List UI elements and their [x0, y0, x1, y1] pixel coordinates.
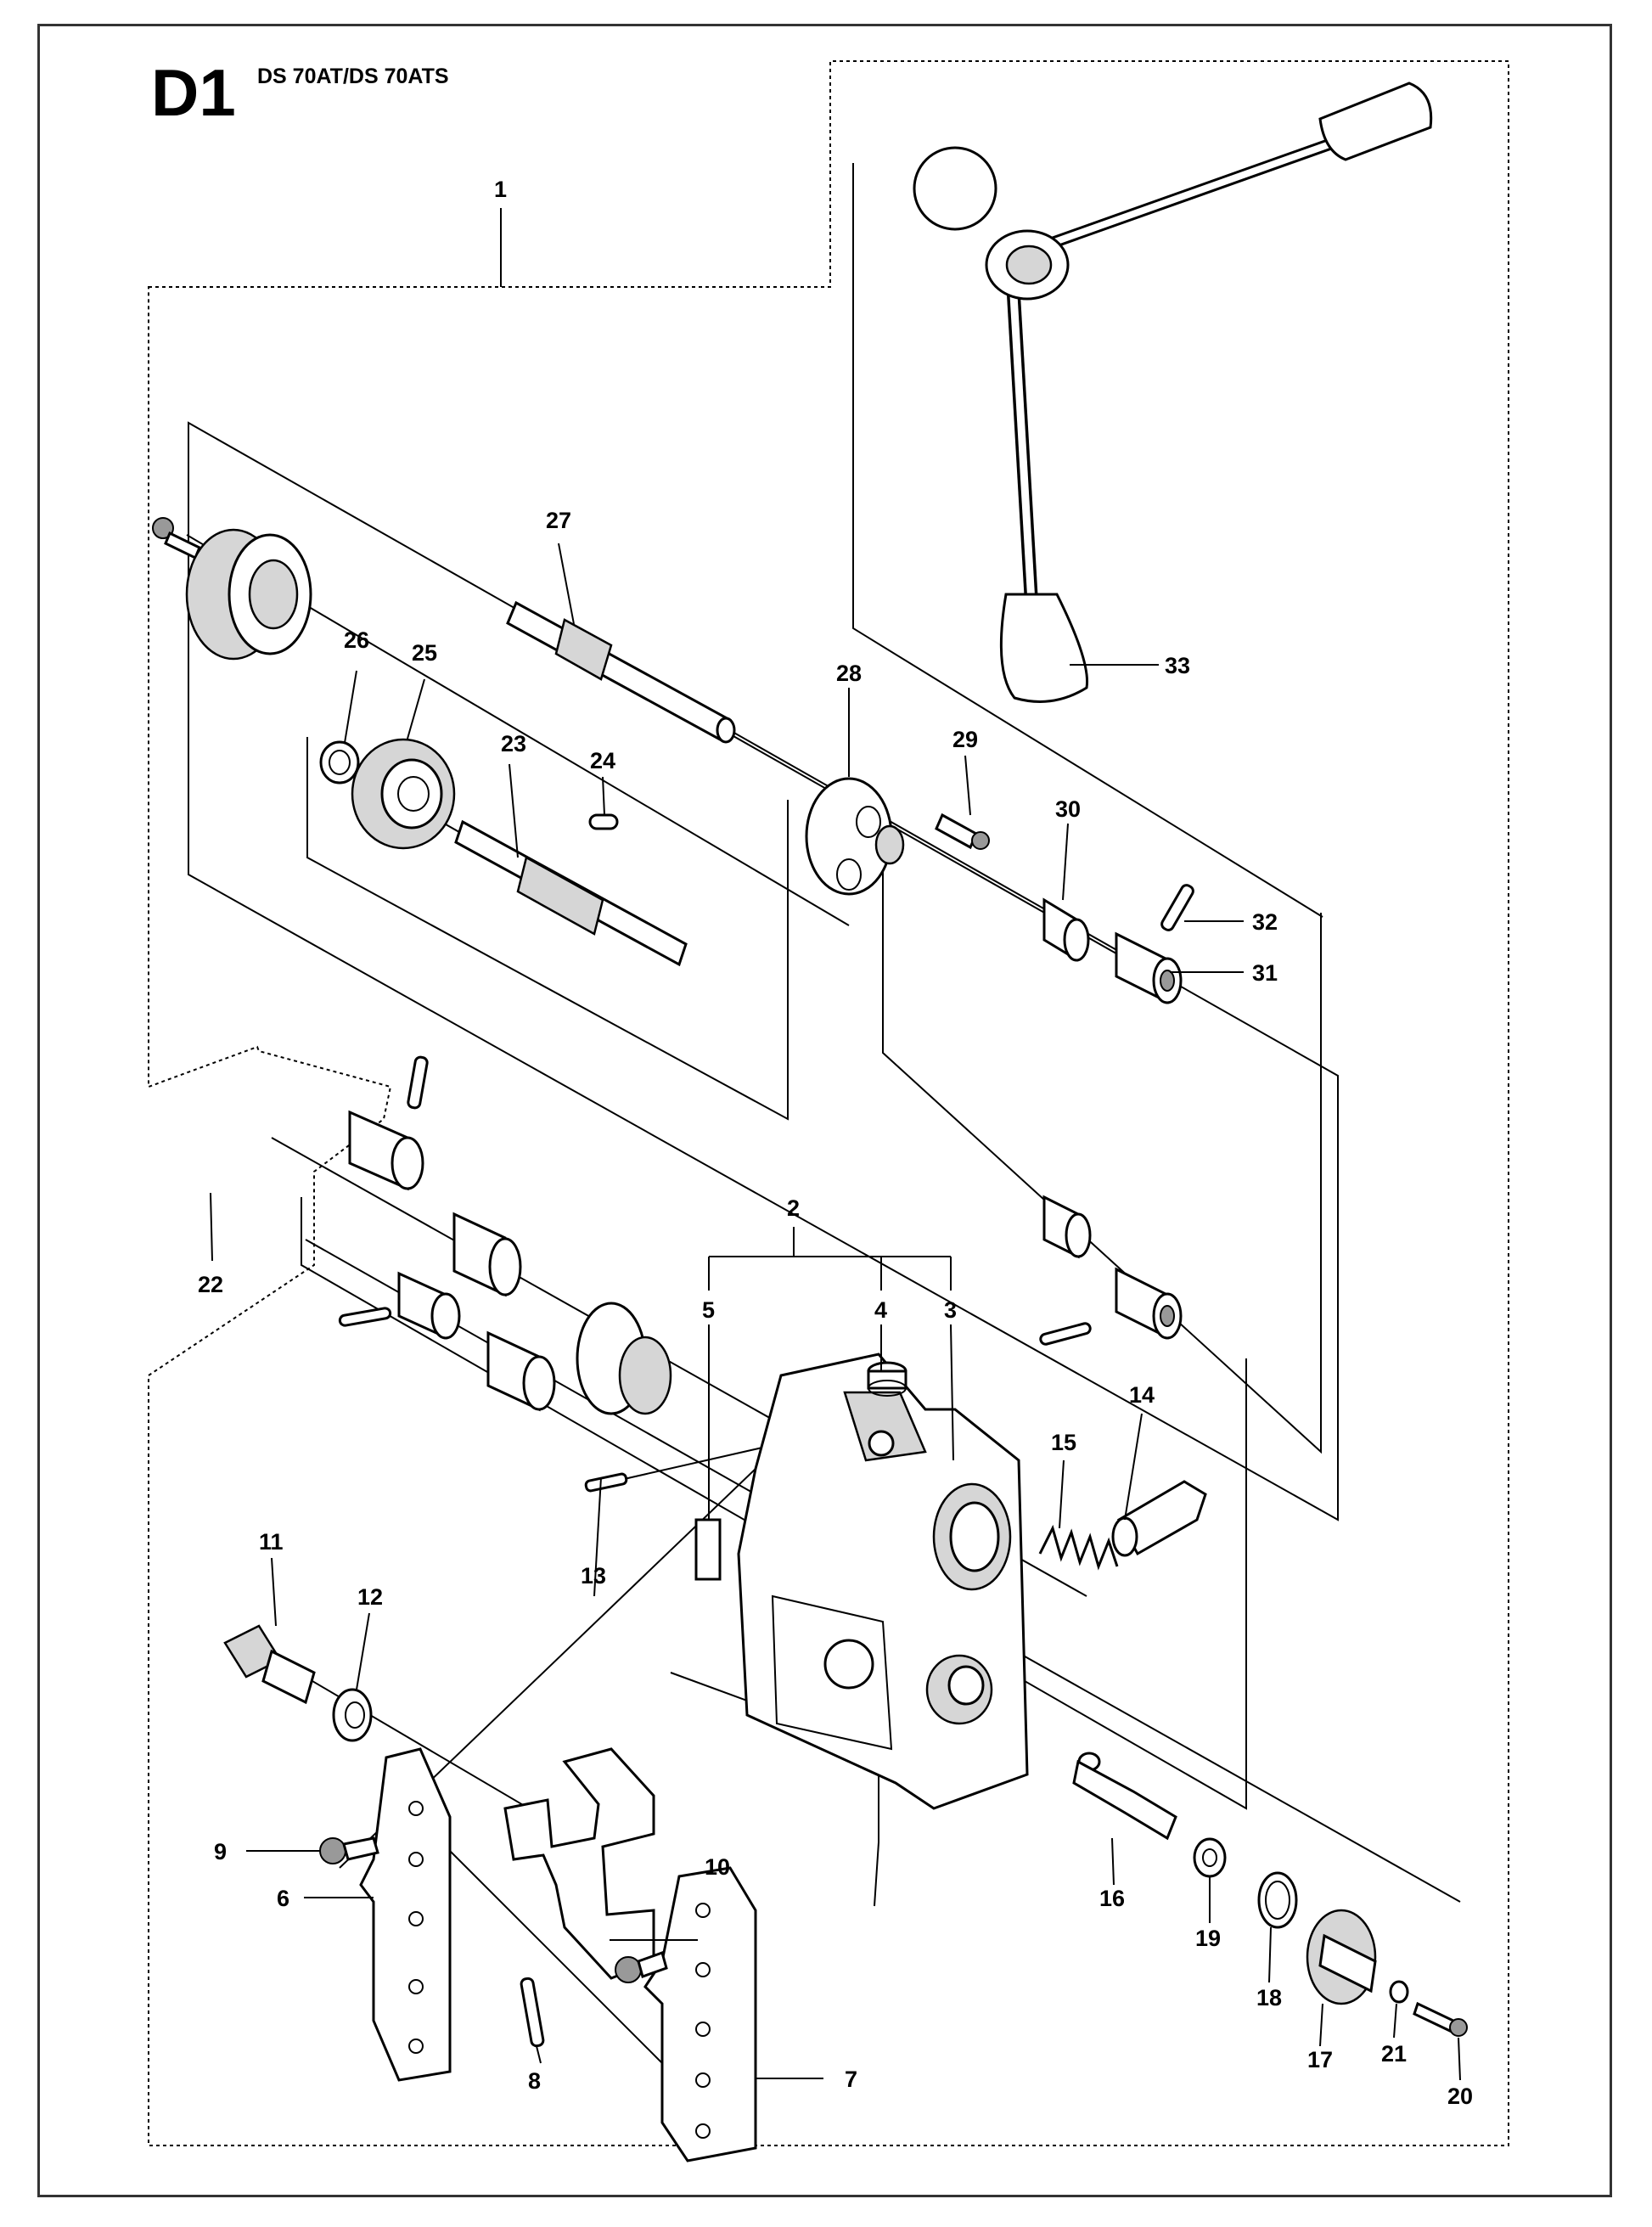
callout-32: 32: [1252, 909, 1278, 935]
callout-29: 29: [952, 727, 978, 752]
callout-bracket-2: [708, 1227, 952, 1291]
callout-27: 27: [546, 508, 571, 533]
drawing-frame: [37, 24, 1612, 2197]
callout-1: 1: [494, 177, 507, 202]
part-13-pin: [584, 1472, 628, 1493]
part-sleeve-mid-2: [397, 1271, 461, 1340]
part-pin-lower: [1039, 1322, 1092, 1346]
part-29-screw: [935, 813, 990, 850]
callout-31: 31: [1252, 960, 1278, 986]
part-33-handle: [913, 82, 1433, 703]
axis-body-16: [992, 1638, 1461, 1903]
part-6-plate: [359, 1747, 452, 2082]
callout-4: 4: [874, 1297, 887, 1323]
callout-14: 14: [1129, 1382, 1155, 1408]
callout-6: 6: [277, 1886, 289, 1911]
part-21-washer: [1389, 1980, 1409, 2004]
leader-lines: [210, 208, 1461, 2081]
callout-17: 17: [1307, 2047, 1333, 2072]
part-screw-plate7: [615, 1951, 668, 1983]
callout-18: 18: [1256, 1985, 1282, 2010]
part-23-shaft: [454, 819, 688, 967]
part-9-screw: [319, 1836, 379, 1864]
callout-3: 3: [944, 1297, 957, 1323]
part-bushing-mid-1: [452, 1212, 522, 1297]
part-8-pin: [520, 1977, 545, 2048]
part-27-shaft: [506, 600, 736, 744]
part-28-flange: [805, 777, 905, 896]
callout-9: 9: [214, 1839, 227, 1864]
callout-25: 25: [412, 640, 437, 666]
callout-11: 11: [259, 1529, 284, 1555]
part-sleeve-lower-2: [1115, 1267, 1183, 1340]
part-sleeve-mid-1: [348, 1110, 424, 1191]
part-7-plate: [643, 1866, 757, 2162]
part-30-bushing: [1042, 897, 1090, 962]
diagram-code: D1: [151, 55, 236, 130]
part-3-housing: [737, 1353, 1029, 1810]
callout-33: 33: [1165, 653, 1190, 678]
callout-26: 26: [344, 627, 369, 653]
model-name: DS 70AT/DS 70ATS: [257, 65, 449, 88]
callout-16: 16: [1099, 1886, 1125, 1911]
part-26-ring: [319, 740, 360, 785]
part-20-screw: [1413, 2001, 1468, 2037]
callout-23: 23: [501, 731, 526, 756]
callout-30: 30: [1055, 796, 1081, 822]
part-14-plunger: [1111, 1480, 1207, 1557]
frame-gear-train: [188, 421, 1339, 1521]
callout-10: 10: [705, 1854, 730, 1880]
frame-gear-subset: [306, 737, 789, 1121]
callout-12: 12: [357, 1584, 383, 1610]
callout-24: 24: [590, 748, 615, 773]
frame-inner-guide: [882, 863, 1322, 1454]
part-15-spring: [1038, 1524, 1119, 1571]
part-12-washer: [332, 1688, 373, 1742]
callout-20: 20: [1447, 2084, 1473, 2109]
part-18-ring: [1257, 1871, 1298, 1929]
callout-labels: 1 2 3 4 5 6 7 8 9 10 11 12 13 14 15 16 1…: [198, 177, 1473, 2109]
part-11-screw: [223, 1624, 316, 1705]
part-16-bolt: [1072, 1752, 1177, 1841]
part-5-block: [694, 1518, 722, 1581]
part-17-knob: [1306, 1909, 1377, 2005]
part-32-pin: [1160, 884, 1194, 931]
part-10-bracket: [503, 1747, 655, 1980]
part-24-key: [588, 813, 619, 830]
part-flange-mid: [576, 1302, 672, 1415]
callout-21: 21: [1381, 2041, 1407, 2067]
part-22-flange: [185, 528, 312, 661]
assembly-1-outline: [148, 60, 1509, 2146]
part-pin-mid-2: [338, 1307, 392, 1327]
part-25-gear: [351, 738, 456, 850]
part-31-sleeve: [1115, 931, 1183, 1004]
axis-pin-8: [441, 1842, 663, 2064]
frame-handle: [852, 163, 1323, 918]
part-19-washer: [1193, 1837, 1227, 1878]
callout-22: 22: [198, 1272, 223, 1297]
callout-15: 15: [1051, 1430, 1076, 1455]
part-bushing-mid-2: [486, 1330, 556, 1412]
part-pin-mid-1: [407, 1055, 429, 1110]
callout-13: 13: [581, 1563, 606, 1589]
callout-8: 8: [528, 2068, 541, 2094]
callout-7: 7: [845, 2067, 857, 2092]
callout-2: 2: [787, 1195, 800, 1221]
part-sleeve-lower: [1042, 1195, 1092, 1259]
callout-19: 19: [1195, 1926, 1221, 1951]
callout-5: 5: [702, 1297, 715, 1323]
callout-28: 28: [836, 661, 862, 686]
part-4-plug: [867, 1361, 907, 1397]
